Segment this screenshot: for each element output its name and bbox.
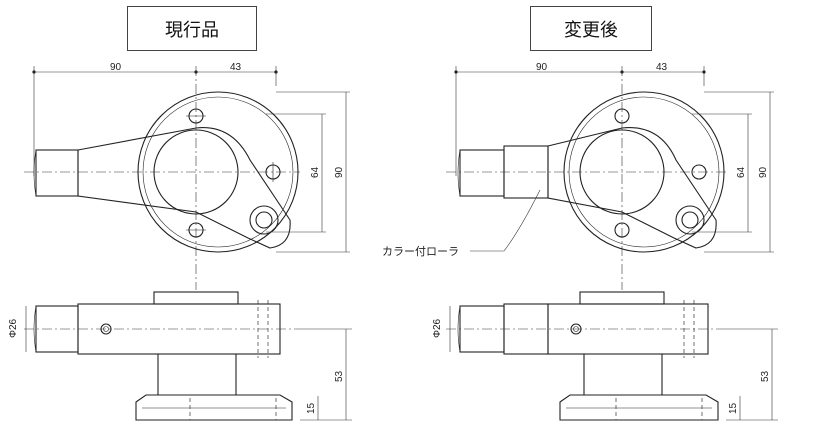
dim-base-height-after: 15 — [728, 402, 739, 414]
dim-shaft-diameter: Φ26 — [8, 318, 19, 338]
current-product-title: 現行品 — [165, 19, 219, 41]
dim-total-height: 53 — [334, 370, 345, 382]
dim-overall-height: 90 — [334, 166, 345, 178]
current-product-label: 現行品 — [127, 6, 257, 51]
before-top-view: 90 43 64 90 — [24, 62, 350, 290]
dim-width-right: 43 — [230, 62, 242, 73]
dim-base-height: 15 — [306, 402, 317, 414]
collar-roller-callout: カラー付ローラ — [382, 245, 459, 258]
dim-width-right-after: 43 — [656, 62, 668, 73]
before-front-view: Φ26 53 15 — [8, 291, 352, 421]
after-front-view: Φ26 53 15 — [432, 291, 778, 421]
modified-product-label: 変更後 — [530, 6, 652, 51]
dim-width-left: 90 — [110, 62, 122, 73]
dim-total-height-after: 53 — [760, 370, 771, 382]
dim-width-left-after: 90 — [536, 62, 548, 73]
modified-product-title: 変更後 — [564, 19, 618, 41]
after-top-view: 90 43 64 90 カラー付ローラ — [382, 62, 774, 290]
dim-overall-height-after: 90 — [758, 166, 769, 178]
dim-hole-pitch-after: 64 — [736, 166, 747, 178]
dim-shaft-diameter-after: Φ26 — [432, 318, 443, 338]
dim-hole-pitch: 64 — [310, 166, 321, 178]
